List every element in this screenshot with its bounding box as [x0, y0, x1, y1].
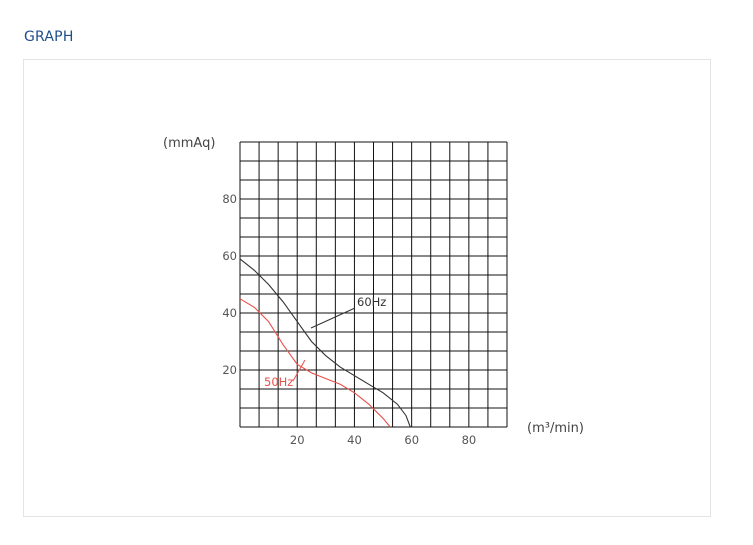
graph-panel	[23, 59, 711, 517]
chart-series: 60Hz 50Hz	[239, 258, 411, 428]
series-callout-line-60hz	[310, 307, 356, 329]
y-axis-label: (mmAq)	[163, 136, 215, 151]
x-tick-label: 20	[290, 433, 305, 447]
y-tick-label: 40	[222, 306, 237, 320]
y-tick-label: 20	[222, 363, 237, 377]
section-title: GRAPH	[24, 29, 74, 45]
chart-labels: (mmAq) (m³/min)	[163, 136, 584, 436]
y-tick-label: 80	[222, 192, 237, 206]
series-callout-line-50hz	[292, 359, 306, 382]
x-tick-label: 60	[404, 433, 419, 447]
series-line-50hz	[239, 298, 391, 428]
series-line-60hz	[239, 258, 411, 428]
series-label-50hz: 50Hz	[264, 375, 293, 389]
y-tick-label: 60	[222, 249, 237, 263]
series-label-60hz: 60Hz	[357, 295, 386, 309]
x-axis-label: (m³/min)	[527, 421, 584, 436]
chart-grid	[239, 141, 508, 428]
x-tick-label: 40	[347, 433, 362, 447]
x-tick-label: 80	[462, 433, 477, 447]
chart-ticks: 20 40 60 80 20 40 60 80	[222, 192, 476, 447]
